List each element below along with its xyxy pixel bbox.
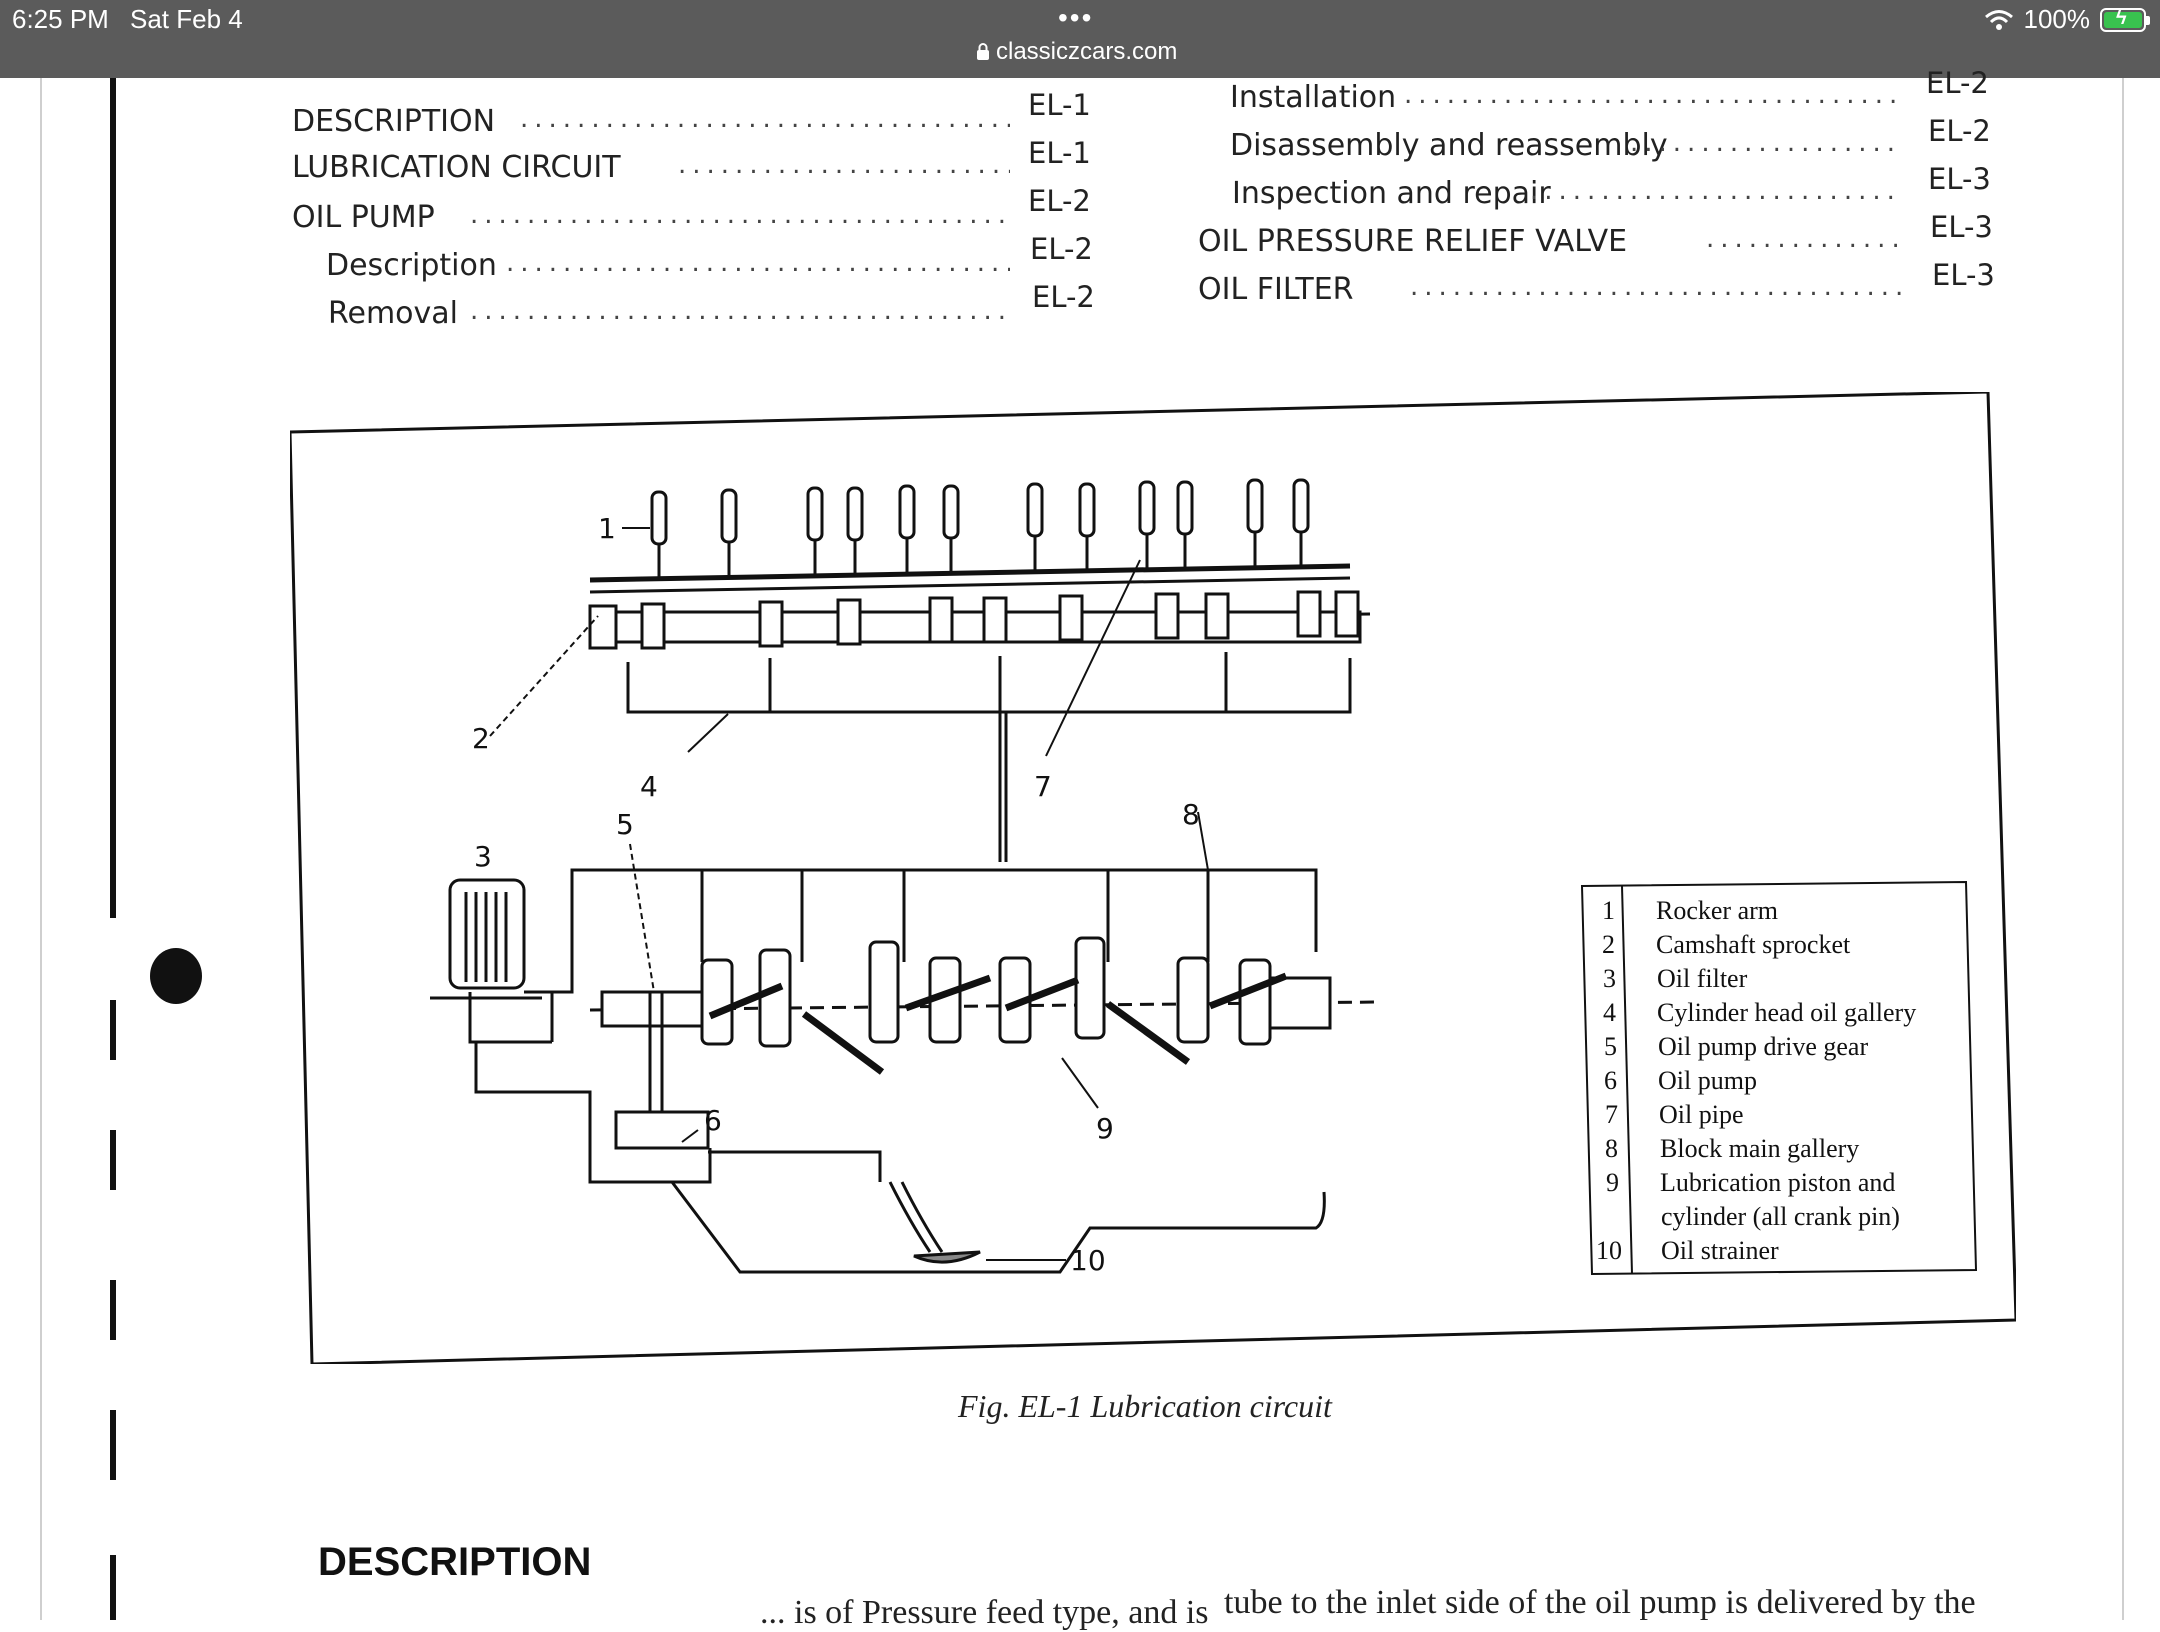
toc-entry-inspection-repair[interactable]: Inspection and repair <box>1232 176 1551 211</box>
legend-text: Block main gallery <box>1660 1134 1859 1163</box>
leader-lines <box>489 527 1209 1261</box>
legend-text: Oil pump drive gear <box>1658 1032 1868 1061</box>
oil-pump <box>474 992 882 1184</box>
body-text-left: ... is of Pressure feed type, and is <box>760 1594 1209 1631</box>
toc-page: EL-3 <box>1928 162 1991 196</box>
margin-tick <box>110 1000 116 1060</box>
camshaft <box>588 590 1371 650</box>
oil-filter <box>430 878 574 1044</box>
oil-strainer <box>670 1181 1326 1274</box>
toc-entry-installation[interactable]: Installation <box>1230 80 1397 115</box>
legend-num: 5 <box>1604 1032 1617 1061</box>
callout-6: 6 <box>704 1104 722 1137</box>
toc-entry-removal[interactable]: Removal <box>328 296 459 331</box>
margin-tick <box>110 1410 116 1480</box>
toc-entry-description[interactable]: DESCRIPTION <box>292 104 496 139</box>
callout-numbers: 1 2 3 4 5 6 7 8 9 10 <box>472 512 1200 1277</box>
figure-legend: 1 Rocker arm 2 Camshaft sprocket 3 Oil f… <box>1580 880 1978 1276</box>
toc-page: EL-3 <box>1930 210 1993 244</box>
toc-page: EL-2 <box>1926 66 1989 100</box>
legend-num: 10 <box>1596 1236 1622 1265</box>
margin-tick <box>110 1130 116 1190</box>
legend-text: Oil strainer <box>1661 1236 1779 1265</box>
margin-tick <box>110 1555 116 1620</box>
legend-text: Oil filter <box>1657 964 1748 993</box>
crankshaft <box>589 936 1381 1075</box>
body-text-right: tube to the inlet side of the oil pump i… <box>1224 1584 1976 1621</box>
legend-num: 3 <box>1603 964 1616 993</box>
charging-bolt-icon: ϟ <box>2116 6 2127 29</box>
toc-page: EL-1 <box>1028 136 1091 170</box>
legend-num: 2 <box>1602 930 1615 959</box>
callout-10: 10 <box>1070 1244 1106 1277</box>
figure-caption: Fig. EL-1 Lubrication circuit <box>958 1388 1332 1424</box>
callout-3: 3 <box>474 840 492 873</box>
page-margin-bar <box>110 78 116 918</box>
toc-page: EL-2 <box>1030 232 1093 266</box>
toc-entry-oil-pressure-relief-valve[interactable]: OIL PRESSURE RELIEF VALVE <box>1198 224 1628 259</box>
callout-9: 9 <box>1096 1112 1114 1145</box>
legend-text: Cylinder head oil gallery <box>1657 998 1916 1027</box>
lubrication-circuit-figure: 1 2 3 4 5 6 7 8 9 10 1 Rocker arm 2 Cams… <box>290 392 2016 1364</box>
legend-num: 7 <box>1605 1100 1618 1129</box>
legend-text: Oil pump <box>1658 1066 1757 1095</box>
battery-percent: 100% <box>2023 4 2091 34</box>
legend-text: Rocker arm <box>1656 896 1778 925</box>
callout-5: 5 <box>616 808 634 841</box>
legend-num: 4 <box>1603 998 1616 1027</box>
toc-page: EL-3 <box>1932 258 1995 292</box>
punch-hole <box>150 948 202 1004</box>
toc-entry-oil-pump[interactable]: OIL PUMP <box>292 200 435 235</box>
status-time: 6:25 PM <box>12 4 109 34</box>
status-date: Sat Feb 4 <box>130 4 243 34</box>
toc-entry-lubrication-circuit[interactable]: LUBRICATION CIRCUIT <box>292 150 621 185</box>
cylinder-head-oil-gallery <box>626 652 1352 714</box>
more-dots-icon[interactable]: ••• <box>1058 2 1094 33</box>
legend-num: 6 <box>1604 1066 1617 1095</box>
lock-icon <box>977 43 989 60</box>
legend-text: Oil pipe <box>1659 1100 1744 1129</box>
toc-page: EL-2 <box>1928 114 1991 148</box>
callout-4: 4 <box>640 770 658 803</box>
legend-num: 8 <box>1605 1134 1618 1163</box>
oil-pipe <box>998 712 1008 862</box>
legend-text: Camshaft sprocket <box>1656 930 1851 959</box>
section-heading: DESCRIPTION <box>318 1540 592 1584</box>
wifi-icon <box>1984 9 2013 30</box>
legend-text: Lubrication piston and <box>1660 1168 1895 1197</box>
legend-text: cylinder (all crank pin) <box>1661 1202 1900 1231</box>
callout-8: 8 <box>1182 798 1200 831</box>
toc-page: EL-1 <box>1028 88 1091 122</box>
legend-num: 9 <box>1606 1168 1619 1197</box>
callout-7: 7 <box>1034 770 1052 803</box>
address-bar[interactable]: classiczcars.com <box>976 38 1177 66</box>
browser-top-bar: 6:25 PM Sat Feb 4 ••• classiczcars.com 1… <box>0 0 2160 78</box>
callout-1: 1 <box>598 512 616 545</box>
toc-page: EL-2 <box>1028 184 1091 218</box>
url-text[interactable]: classiczcars.com <box>996 38 1178 65</box>
battery-icon: ϟ <box>2100 6 2150 32</box>
margin-tick <box>110 1280 116 1340</box>
callout-2: 2 <box>472 722 490 755</box>
legend-num: 1 <box>1602 896 1615 925</box>
toc-entry-disassembly-reassembly[interactable]: Disassembly and reassembly <box>1230 128 1668 163</box>
toc-page: EL-2 <box>1032 280 1095 314</box>
figure-frame <box>290 392 2016 1364</box>
block-main-gallery <box>570 868 1318 962</box>
toc-entry-oil-pump-description[interactable]: Description <box>326 248 497 283</box>
status-indicators: 100% ϟ <box>1984 4 2150 35</box>
toc-entry-oil-filter[interactable]: OIL FILTER <box>1198 272 1354 307</box>
rocker-arms <box>589 478 1351 594</box>
